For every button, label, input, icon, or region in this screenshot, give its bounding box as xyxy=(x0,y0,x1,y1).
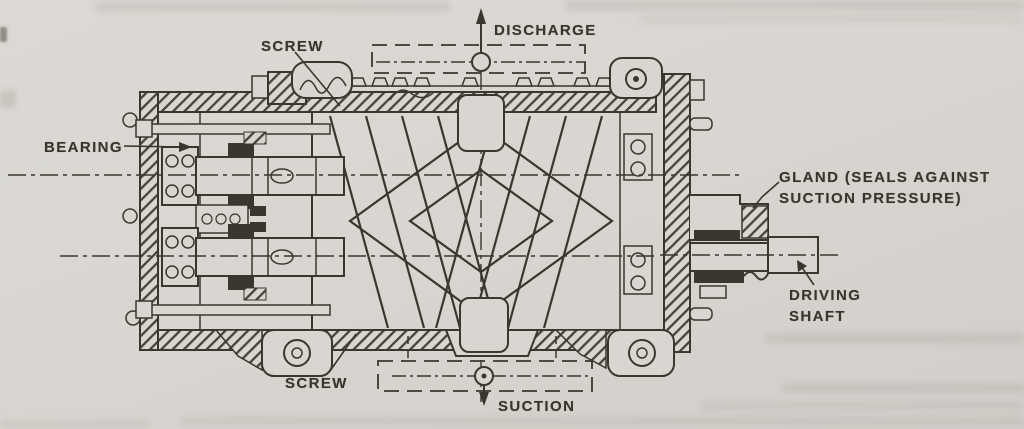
screw-bottom-label: SCREW xyxy=(285,375,348,392)
bearing-leader-arrow xyxy=(179,142,192,152)
driving-shaft-label-line2: SHAFT xyxy=(789,308,846,325)
gland-label: GLAND (SEALS AGAINST SUCTION PRESSURE) xyxy=(779,167,991,209)
left-bearing-assembly xyxy=(135,119,345,319)
ink-smudge xyxy=(0,90,16,108)
suction-label: SUCTION xyxy=(498,398,576,415)
screw-top-label: SCREW xyxy=(261,38,324,55)
gland-label-line1: GLAND (SEALS AGAINST xyxy=(779,169,991,186)
gland-assembly xyxy=(690,194,769,299)
driving-shaft-label-line1: DRIVING xyxy=(789,287,862,304)
discharge-port xyxy=(371,8,586,152)
gland-label-line2: SUCTION PRESSURE) xyxy=(779,190,962,207)
ghost-text-row xyxy=(765,333,1024,344)
ink-smudge xyxy=(0,27,7,42)
ghost-text-row xyxy=(95,2,450,12)
leader-lines xyxy=(123,51,815,372)
discharge-label: DISCHARGE xyxy=(494,22,597,39)
ghost-text-row xyxy=(0,420,150,428)
ghost-text-row xyxy=(640,15,1024,23)
right-bearing-assembly xyxy=(623,133,653,295)
driving-shaft-label: DRIVING SHAFT xyxy=(789,285,861,327)
ghost-text-row xyxy=(700,401,1024,410)
ghost-text-row xyxy=(782,383,1024,393)
discharge-arrow xyxy=(476,8,486,24)
suction-port xyxy=(377,297,593,406)
ghost-text-row xyxy=(565,0,1024,11)
shaft-leader-arrow xyxy=(797,260,807,272)
ghost-text-row xyxy=(180,416,1024,426)
bearing-label: BEARING xyxy=(44,139,123,156)
suction-arrow xyxy=(479,392,489,406)
